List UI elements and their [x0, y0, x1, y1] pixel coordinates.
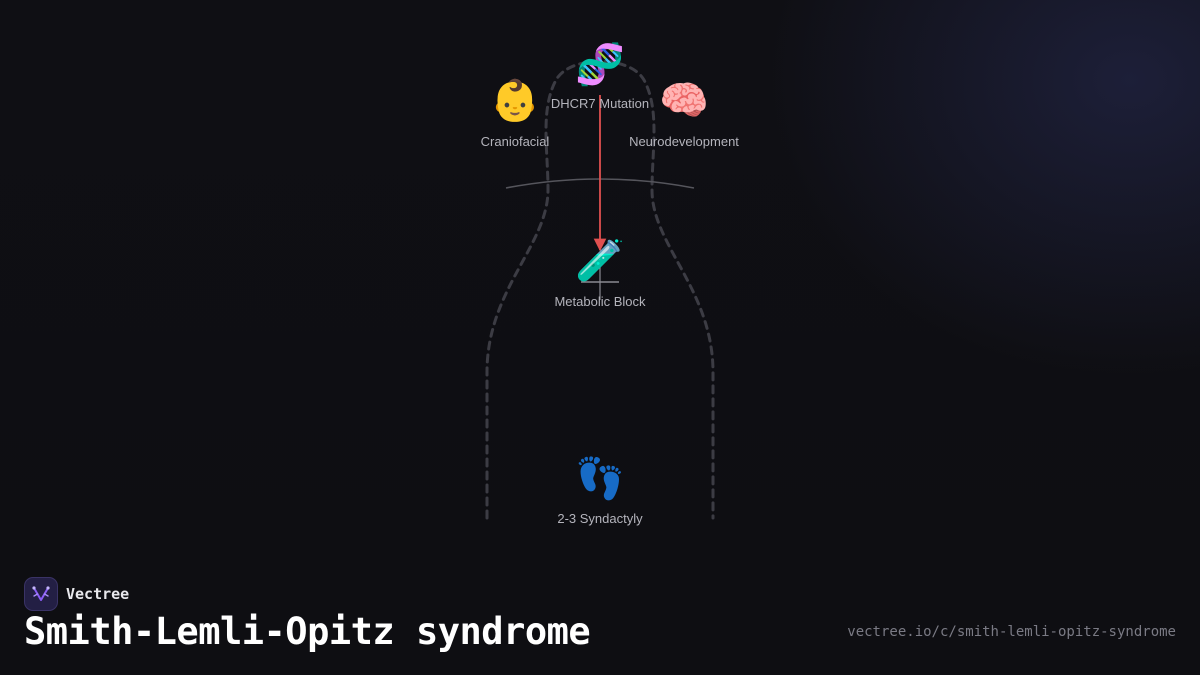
node-label: Metabolic Block	[554, 294, 646, 309]
vectree-logo-icon	[24, 577, 58, 611]
brand-name: Vectree	[66, 585, 130, 603]
node-neurodevelopment: 🧠 Neurodevelopment	[629, 78, 739, 149]
page-url[interactable]: vectree.io/c/smith-lemli-opitz-syndrome	[847, 624, 1176, 640]
baby-face-icon: 👶	[490, 77, 540, 124]
node-label: Neurodevelopment	[629, 134, 739, 149]
test-tube-icon: 🧪	[575, 238, 625, 284]
footprints-icon: 👣	[575, 454, 625, 502]
node-dhcr7-mutation: 🧬 DHCR7 Mutation	[551, 40, 649, 111]
node-metabolic-block: 🧪 Metabolic Block	[554, 238, 646, 309]
node-syndactyly: 👣 2-3 Syndactyly	[557, 454, 643, 526]
brain-icon: 🧠	[659, 78, 709, 124]
node-craniofacial: 👶 Craniofacial	[481, 77, 550, 149]
brand[interactable]: Vectree	[24, 577, 129, 611]
node-label: 2-3 Syndactyly	[557, 511, 643, 526]
dna-icon: 🧬	[575, 40, 625, 88]
node-label: DHCR7 Mutation	[551, 96, 649, 111]
node-label: Craniofacial	[481, 134, 550, 149]
body-outline	[485, 59, 715, 520]
page-title: Smith-Lemli-Opitz syndrome	[24, 610, 591, 653]
